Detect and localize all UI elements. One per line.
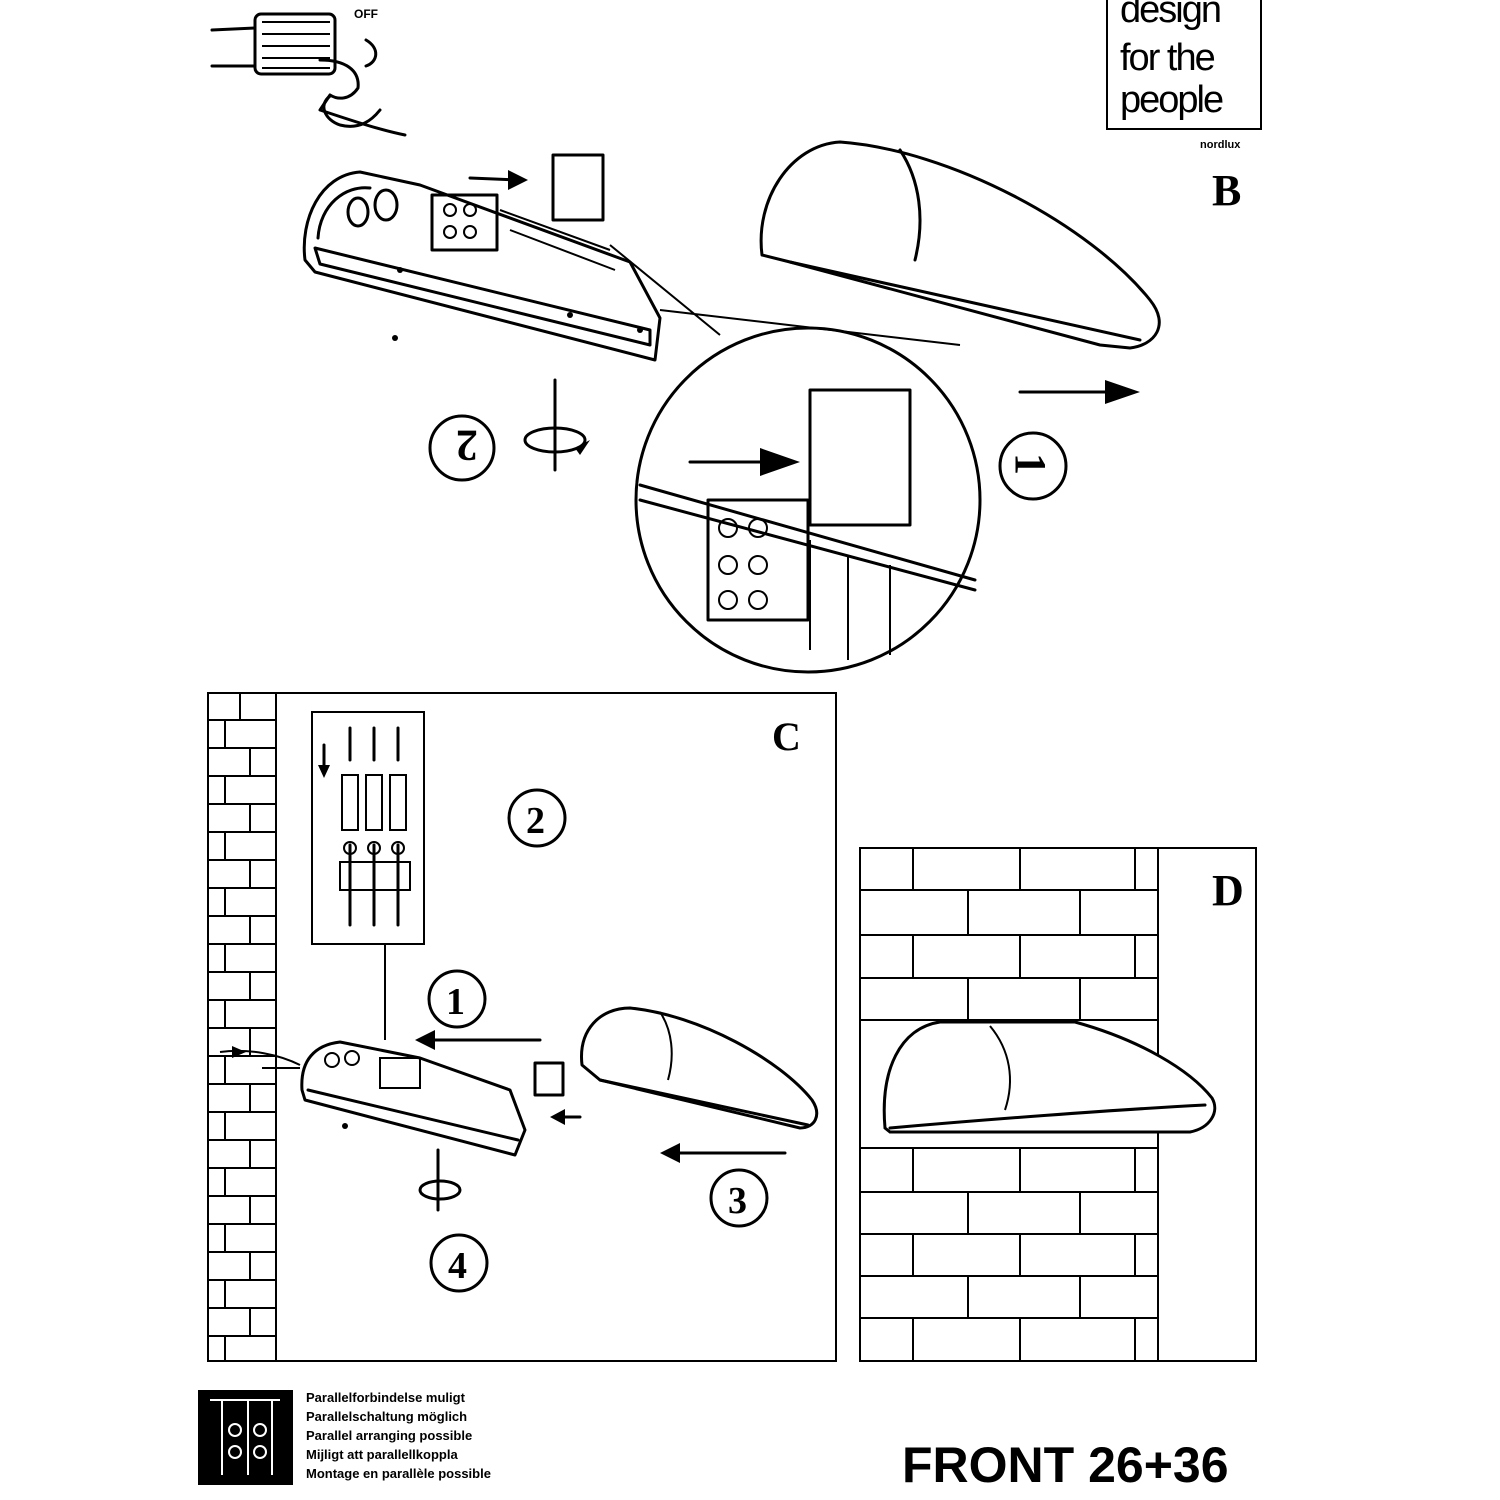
arrow-c-step1 [415, 1030, 542, 1050]
note-da: Parallelforbindelse muligt [306, 1390, 466, 1405]
panel-d-label: D [1212, 866, 1244, 915]
arrow-c-small [550, 1109, 582, 1125]
product-title: FRONT 26+36 [902, 1437, 1229, 1493]
svg-text:1: 1 [1006, 453, 1055, 475]
rotate-screw-icon [523, 378, 590, 472]
svg-text:3: 3 [728, 1180, 747, 1222]
lamp-cover [759, 140, 1161, 350]
panel-c-bricks [208, 693, 276, 1361]
panel-c-rotate-icon [418, 1148, 462, 1212]
step-c-3: 3 [709, 1168, 769, 1228]
step-b-1: 1 [998, 431, 1068, 501]
power-off-illustration: OFF [210, 7, 407, 137]
svg-text:2: 2 [526, 800, 545, 842]
brand-logo: design for the people nordlux [1106, 0, 1262, 151]
brand-name: nordlux [1200, 139, 1241, 151]
panel-c-cover-plate [533, 1061, 565, 1097]
svg-text:2: 2 [456, 421, 478, 470]
detail-magnifier [634, 326, 982, 674]
panel-c-lamp-cover [580, 1006, 819, 1130]
logo-line-1: design [1120, 0, 1220, 31]
off-label: OFF [354, 7, 378, 21]
wiring-inset-detail [318, 726, 411, 927]
svg-text:4: 4 [448, 1245, 467, 1287]
arrow-to-cover-plate [468, 170, 528, 190]
note-sv: Mijligt att parallellkoppla [306, 1447, 458, 1462]
parallel-connection-icon [198, 1390, 293, 1485]
parallel-notes: Parallelforbindelse muligt Parallelschal… [306, 1390, 491, 1481]
cover-plate [551, 153, 605, 222]
note-fr: Montage en parallèle possible [306, 1466, 491, 1481]
step-c-2: 2 [507, 788, 567, 848]
logo-line-2: for the [1120, 37, 1215, 79]
panel-d-mounted-lamp [882, 1020, 1217, 1134]
panel-b-label: B [1212, 166, 1241, 215]
step-b-2: 2 [428, 414, 496, 482]
panel-c: C [207, 692, 837, 1362]
arrow-cover-direction [1018, 380, 1140, 404]
step-c-4: 4 [429, 1233, 489, 1293]
note-de: Parallelschaltung möglich [306, 1409, 467, 1424]
svg-text:1: 1 [446, 981, 465, 1023]
panel-c-base-plate [219, 1040, 527, 1157]
note-en: Parallel arranging possible [306, 1428, 472, 1443]
step-c-1: 1 [427, 969, 487, 1029]
arrow-c-step3 [660, 1143, 787, 1163]
panel-d: D [859, 847, 1257, 1362]
panel-c-label: C [772, 714, 801, 759]
logo-line-3: people [1120, 79, 1223, 121]
lamp-base-plate [302, 170, 662, 362]
